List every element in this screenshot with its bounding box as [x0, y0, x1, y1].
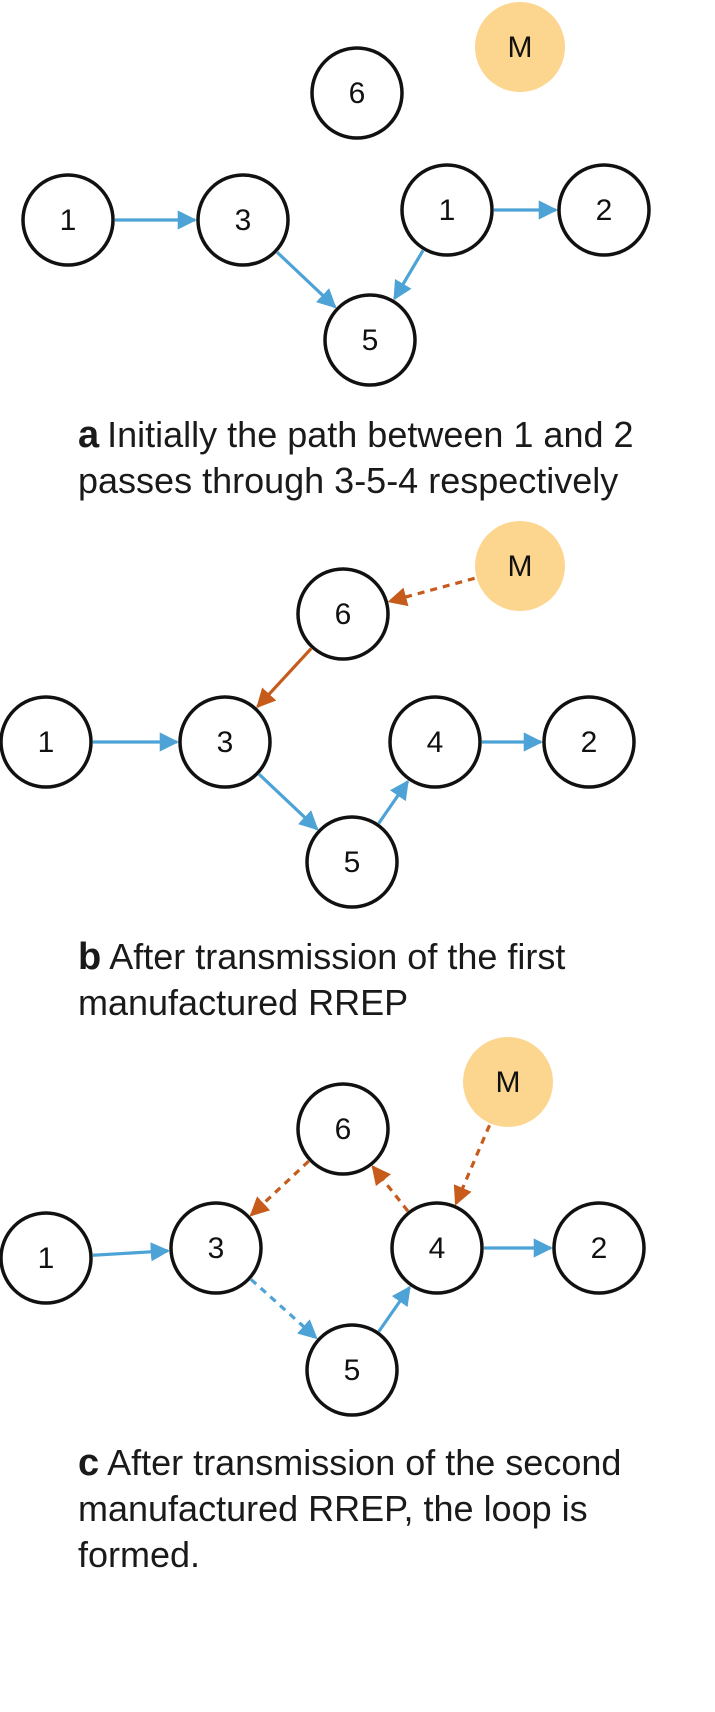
node-a-2: 2: [557, 163, 651, 257]
node-label: 1: [60, 204, 77, 237]
node-label: M: [508, 550, 533, 583]
edge-a-a3-to-a5: [276, 251, 337, 309]
node-circle: [296, 567, 390, 661]
node-b-1: 1: [0, 695, 93, 789]
edge-b-b6-to-b3: [256, 647, 313, 709]
node-label: 4: [427, 726, 444, 759]
edge-c-c4-to-c6: [371, 1165, 410, 1213]
node-circle: [296, 1082, 390, 1176]
node-c-4: 4: [390, 1201, 484, 1295]
node-label: 2: [596, 194, 613, 227]
edge-c-c1-to-c3: [92, 1242, 170, 1262]
node-circle: [305, 1323, 399, 1417]
node-circle: [388, 695, 482, 789]
node-circle: [390, 1201, 484, 1295]
edge-c-cM-to-c4: [453, 1124, 491, 1206]
node-b-6: 6: [296, 567, 390, 661]
node-circle: [557, 163, 651, 257]
malicious-node-c-m: M: [463, 1037, 553, 1127]
node-a-6: 6: [310, 46, 404, 140]
node-a-3: 3: [196, 173, 290, 267]
node-circle: [400, 163, 494, 257]
node-circle: [310, 46, 404, 140]
node-c-6: 6: [296, 1082, 390, 1176]
node-label: 5: [362, 324, 379, 357]
node-circle: [0, 1211, 93, 1305]
node-circle: [0, 695, 93, 789]
edge-c-c5-to-c4: [377, 1285, 411, 1333]
node-label: 3: [235, 204, 252, 237]
node-circle: [21, 173, 115, 267]
node-a-1: 1: [21, 173, 115, 267]
node-c-5: 5: [305, 1323, 399, 1417]
node-circle: [542, 695, 636, 789]
node-b-5: 5: [305, 815, 399, 909]
malicious-node-a-m: M: [475, 2, 565, 92]
node-label: 2: [591, 1232, 608, 1265]
node-circle: [475, 2, 565, 92]
caption-c-letter: c: [78, 1442, 100, 1484]
node-label: 2: [581, 726, 598, 759]
node-label: 5: [344, 846, 361, 879]
node-label: 3: [208, 1232, 225, 1265]
caption-a-letter: a: [78, 414, 100, 456]
node-label: 1: [38, 726, 55, 759]
edge-c-c3-to-c5: [249, 1278, 318, 1340]
malicious-node-b-m: M: [475, 521, 565, 611]
node-circle: [196, 173, 290, 267]
node-b-3: 3: [178, 695, 272, 789]
node-circle: [323, 293, 417, 387]
node-b-4: 4: [388, 695, 482, 789]
node-label: 1: [38, 1242, 55, 1275]
node-label: M: [496, 1066, 521, 1099]
node-label: 6: [335, 598, 352, 631]
node-a-1: 1: [400, 163, 494, 257]
edge-c-c6-to-c3: [249, 1159, 310, 1217]
node-c-3: 3: [169, 1201, 263, 1295]
node-circle: [169, 1201, 263, 1295]
node-label: 1: [439, 194, 456, 227]
caption-a-text: Initially the path between 1 and 2 passe…: [78, 414, 634, 501]
node-c-1: 1: [0, 1211, 93, 1305]
edge-a-a1b-to-a5: [393, 249, 425, 301]
node-label: 6: [335, 1113, 352, 1146]
node-label: 5: [344, 1354, 361, 1387]
node-b-2: 2: [542, 695, 636, 789]
node-circle: [552, 1201, 646, 1295]
node-c-2: 2: [552, 1201, 646, 1295]
edge-b-b3-to-b5: [258, 773, 319, 831]
edges-layer: [92, 200, 558, 1340]
node-circle: [178, 695, 272, 789]
node-label: 6: [349, 77, 366, 110]
node-label: 4: [429, 1232, 446, 1265]
caption-c-text: After transmission of the second manufac…: [78, 1442, 622, 1575]
node-label: 3: [217, 726, 234, 759]
node-circle: [475, 521, 565, 611]
node-a-5: 5: [323, 293, 417, 387]
caption-b-text: After transmission of the first manufact…: [78, 936, 566, 1023]
node-circle: [463, 1037, 553, 1127]
edge-b-b5-to-b4: [377, 779, 410, 825]
node-label: M: [508, 31, 533, 64]
node-circle: [305, 815, 399, 909]
caption-b-letter: b: [78, 936, 102, 978]
edge-b-bM-to-b6: [387, 576, 476, 607]
